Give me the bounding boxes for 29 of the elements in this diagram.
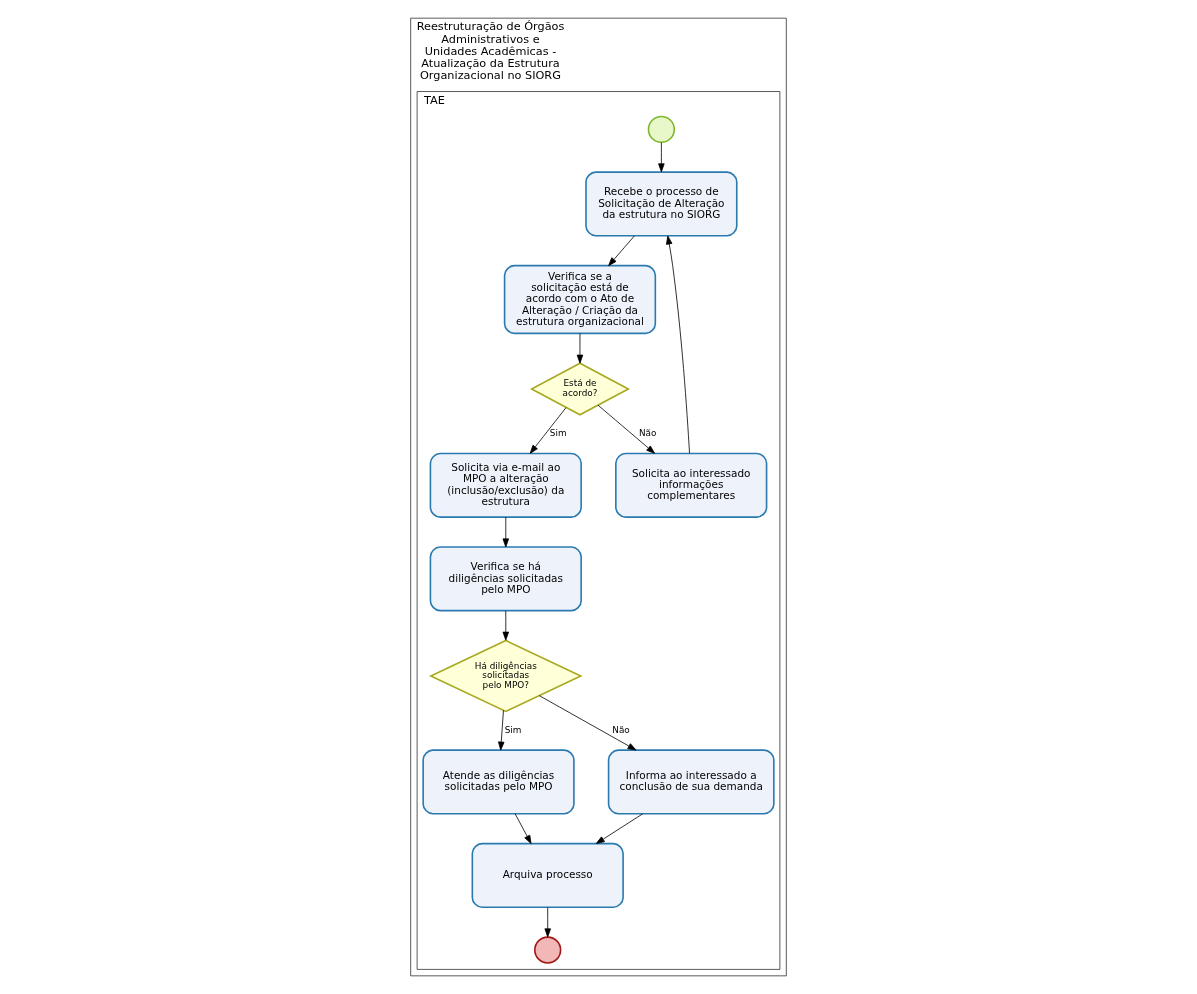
node-box: Verifica se há diligências solicitadas pelo MPO (429, 546, 582, 612)
node-box: Informa ao interessado a conclusão de sua demanda (607, 749, 775, 815)
node-circle (647, 115, 676, 144)
arrow (498, 709, 505, 751)
edge-label: Sim (504, 725, 522, 736)
arrow (538, 695, 637, 751)
arrow (666, 235, 690, 454)
edge-label: Não (612, 725, 630, 736)
edge-label: Sim (549, 428, 567, 439)
node-box: Arquiva processo (471, 842, 624, 909)
node-circle (534, 936, 562, 964)
arrow (544, 907, 551, 938)
node-box: Verifica se a solicitação está de acordo com o Ato de Alteração / Criação da estrutura organizacional (503, 264, 657, 335)
arrow (502, 516, 510, 548)
edge-label: Não (638, 428, 657, 439)
arrow (595, 813, 644, 844)
arrow (529, 407, 567, 454)
node-box: Solicita via e-mail ao MPO a alteração (inclusão/exclusão) da estrutura (429, 452, 582, 518)
node-box: Atende as diligências solicitadas pelo MPO (422, 749, 575, 815)
node-diamond: Está de acordo? (529, 362, 631, 416)
node-box: Solicita ao interessado informações complementares (615, 452, 768, 518)
arrow (597, 404, 656, 454)
arrow (658, 142, 665, 173)
arrow (576, 333, 584, 364)
arrow (502, 610, 510, 641)
node-diamond: Há diligências solicitadas pelo MPO? (428, 639, 583, 713)
arrow (608, 235, 635, 267)
arrow (514, 813, 532, 844)
node-box: Recebe o processo de Solicitação de Alteração da estrutura no SIORG (585, 171, 738, 237)
